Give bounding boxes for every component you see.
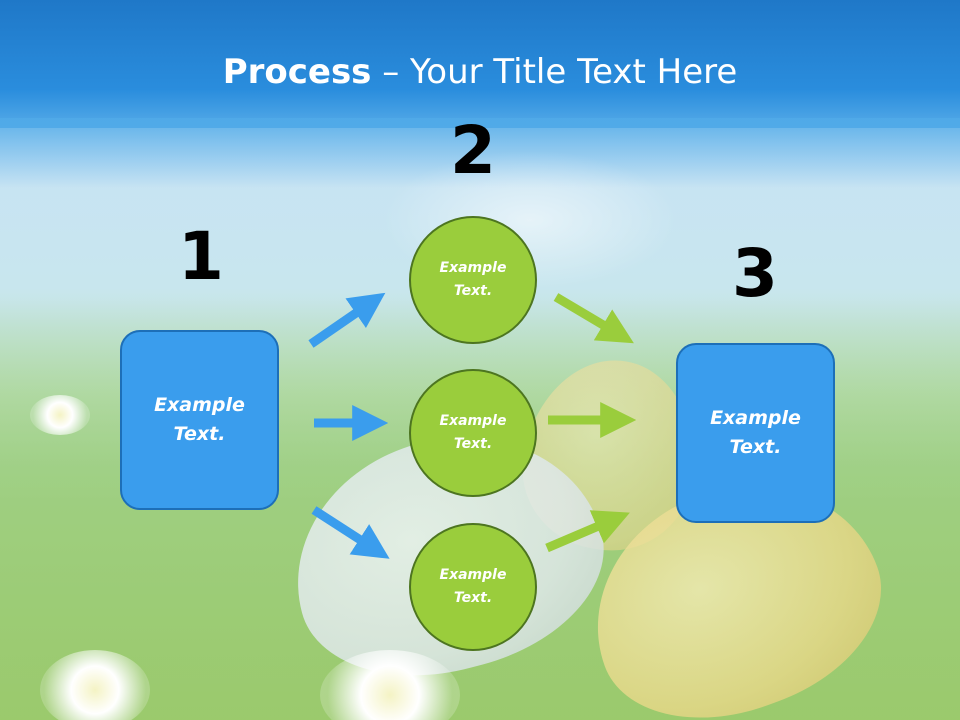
title-bold: Process	[222, 52, 372, 92]
step-1-text: Example Text.	[154, 394, 245, 445]
arrow-from-bottom-circle	[545, 510, 630, 553]
title-rest: – Your Title Text Here	[371, 52, 738, 92]
step-2-text-top: Example Text.	[439, 260, 507, 299]
daisy-image	[320, 650, 460, 720]
step-number-3: 3	[732, 235, 778, 312]
daisy-image	[30, 395, 90, 435]
slide-title: Process – Your Title Text Here	[0, 52, 960, 92]
step-2-circle-bottom[interactable]: Example Text.	[409, 523, 537, 651]
arrow-from-top-circle	[553, 293, 634, 344]
step-3-box[interactable]: Example Text.	[676, 343, 835, 523]
step-2-circle-top[interactable]: Example Text.	[409, 216, 537, 344]
arrow-to-top-circle	[308, 292, 386, 348]
title-bar	[0, 0, 960, 128]
step-2-circle-middle[interactable]: Example Text.	[409, 369, 537, 497]
step-1-box[interactable]: Example Text.	[120, 330, 279, 510]
step-2-text-middle: Example Text.	[439, 413, 507, 452]
step-2-text-bottom: Example Text.	[439, 567, 507, 606]
daisy-image	[40, 650, 150, 720]
arrow-to-bottom-circle	[311, 506, 390, 559]
step-number-2: 2	[450, 112, 496, 189]
step-number-1: 1	[178, 218, 224, 295]
step-3-text: Example Text.	[710, 407, 801, 458]
